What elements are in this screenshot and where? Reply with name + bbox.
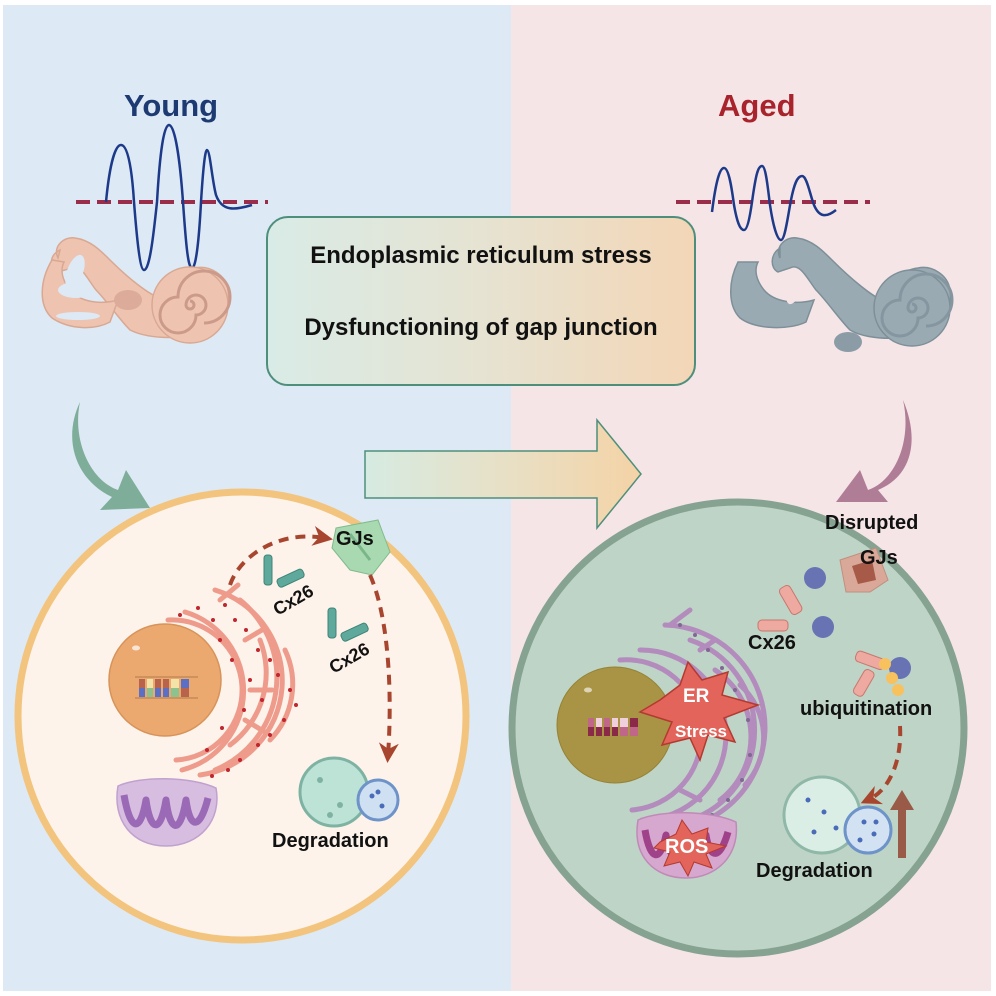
aged-title: Aged bbox=[718, 88, 796, 123]
aged-lysosome-icon bbox=[782, 775, 893, 855]
aged-cx26-label: Cx26 bbox=[748, 632, 796, 654]
mechanism-line-er-stress: Endoplasmic reticulum stress bbox=[310, 242, 652, 269]
ubiquitin-dot-icon bbox=[804, 567, 826, 589]
er-stress-burst-icon bbox=[638, 660, 761, 763]
young-lysosome-icon bbox=[298, 756, 400, 828]
ribosomes bbox=[178, 603, 298, 778]
young-inner-ear-icon bbox=[41, 237, 232, 344]
aged-hearing-waveform bbox=[676, 164, 870, 242]
mechanism-line-gap-junction: Dysfunctioning of gap junction bbox=[304, 314, 658, 341]
aged-cell bbox=[508, 498, 968, 958]
ros-burst-icon bbox=[653, 818, 728, 878]
aged-dna-icon bbox=[588, 718, 638, 736]
aged-degradation-label: Degradation bbox=[756, 860, 873, 882]
aged-curved-arrow bbox=[836, 400, 912, 502]
young-degradation-label: Degradation bbox=[272, 830, 389, 852]
young-gjs-label: GJs bbox=[336, 528, 374, 550]
young-mitochondrion-icon bbox=[116, 777, 218, 847]
ubiquitinated-cx26-icon bbox=[852, 650, 904, 697]
er-stress-label-line2: Stress bbox=[675, 722, 727, 741]
young-title: Young bbox=[124, 88, 219, 123]
young-gj-to-degradation-arrow bbox=[368, 574, 399, 763]
ros-label: ROS bbox=[665, 836, 709, 858]
ubiquitination-label: ubiquitination bbox=[800, 698, 933, 720]
young-cell bbox=[14, 488, 470, 944]
young-to-aged-arrow bbox=[364, 417, 642, 531]
ubiquitin-dot-icon bbox=[812, 616, 834, 638]
mechanism-summary-box: Endoplasmic reticulum stress Dysfunction… bbox=[266, 216, 696, 386]
young-curved-arrow bbox=[72, 402, 150, 510]
upregulation-arrow-icon bbox=[890, 790, 914, 858]
young-cx26-protein-2-icon bbox=[327, 607, 369, 642]
aged-gjs-label: GJs bbox=[860, 547, 898, 569]
aged-inner-ear-icon bbox=[730, 237, 954, 371]
aged-cx26-protein-icon bbox=[757, 584, 803, 632]
aged-er bbox=[617, 607, 768, 833]
er-stress-label-line1: ER bbox=[683, 686, 710, 707]
young-er-to-gj-arrow bbox=[228, 526, 333, 586]
young-cx26-protein-1-icon bbox=[263, 554, 305, 588]
young-hearing-waveform bbox=[76, 123, 268, 272]
disrupted-gap-junction-icon bbox=[839, 547, 889, 593]
aged-disrupted-label: Disrupted bbox=[825, 512, 919, 534]
young-dna-icon bbox=[135, 676, 198, 699]
